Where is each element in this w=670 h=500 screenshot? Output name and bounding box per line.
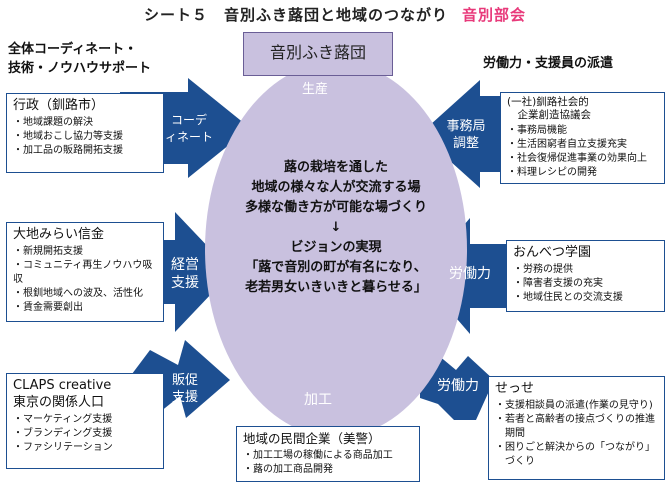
seisan-label: 生産 <box>301 82 328 97</box>
left-header: 全体コーディネート・ 技術・ノウハウサポート <box>8 42 152 76</box>
hansoku-label: 販促支援 <box>171 373 198 405</box>
roudou2-label: 労働力 <box>437 378 479 394</box>
page-title: シート５ 音別ふき蕗団と地域のつながり音別部会 <box>143 6 527 24</box>
jimukyoku-label: 事務局調整 <box>446 119 486 151</box>
roudou1-label: 労働力 <box>449 266 491 282</box>
box-minkan: 地域の民間企業（美警） ・加工工場の稼働による商品加工 ・蕗の加工商品開発 <box>236 426 420 482</box>
jimukyoku-arrow <box>420 80 500 188</box>
kakou-label: 加工 <box>304 392 332 408</box>
box-kushiro: (一社)釧路社会的 企業創造協議会 ・事務局機能 ・生活困窮者自立支援充実 ・社… <box>500 92 665 184</box>
title-accent: 音別部会 <box>462 6 527 24</box>
box-sese: せっせ ・支援相談員の派遣(作業の見守り) ・若者と高齢者の接点づくりの推進 期… <box>488 376 665 480</box>
top-band: 音別ふき蕗団 <box>243 32 393 76</box>
box-daichi: 大地みらい信金 ・新規開拓支援 ・コミュニティ再生ノウハウ吸収 ・根釧地域への波… <box>6 222 164 322</box>
box-claps: CLAPS creative 東京の関係人口 ・マーケティング支援 ・ブランディ… <box>6 373 164 469</box>
box-onbetsu: おんべつ学園 ・労務の提供 ・障害者支援の充実 ・地域住民との交流支援 <box>506 240 665 312</box>
center-text: 蕗の栽培を通した 地域の様々な人が交流する場 多様な働き方が可能な場づくり ↓ … <box>244 160 427 295</box>
box-gyosei: 行政（釧路市） ・地域課題の解決 ・地域おこし協力等支援 ・加工品の販路開拓支援 <box>6 93 164 173</box>
right-header: 労働力・支援員の派遣 <box>483 56 614 71</box>
coordinate-label: コーディネート <box>164 113 213 144</box>
keiei-label: 経営支援 <box>171 257 199 291</box>
center-ellipse <box>205 62 467 437</box>
